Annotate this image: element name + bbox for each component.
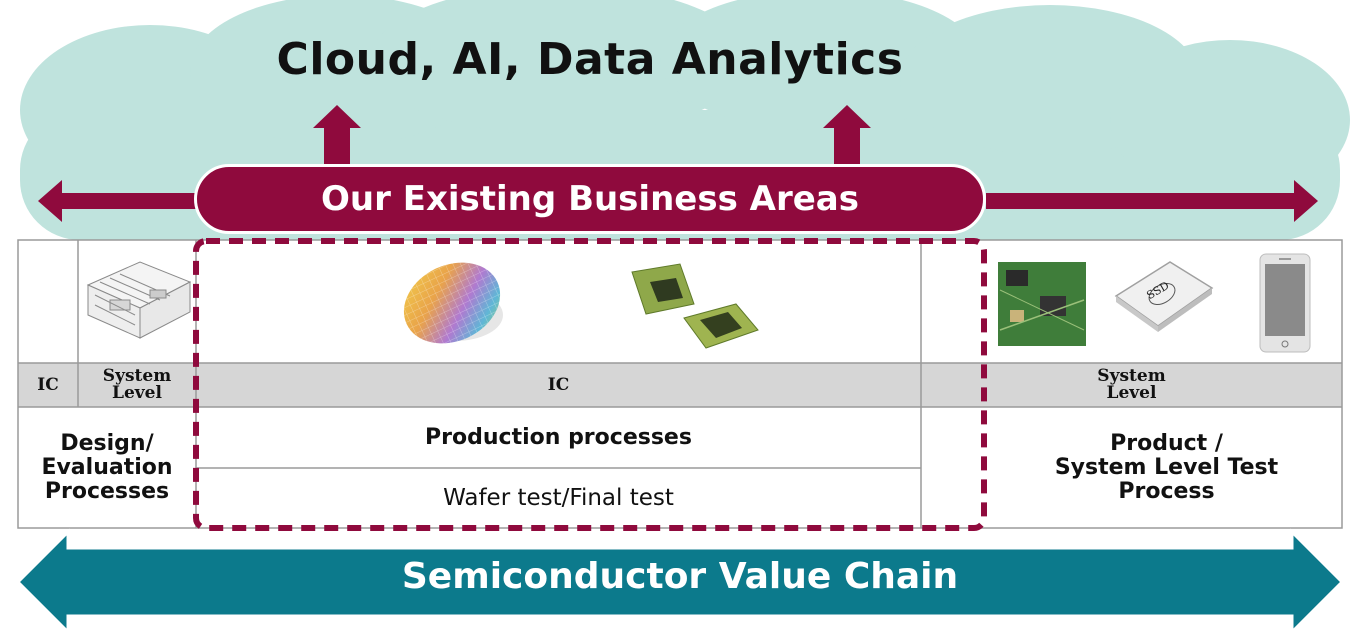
page-title: Cloud, AI, Data Analytics [276,34,904,85]
circuit-board-image [998,262,1086,346]
production-ic-label: IC [547,374,570,395]
smartphone-image [1259,253,1311,353]
product-system-test-process: Product / System Level Test Process [1054,430,1279,504]
level-band [18,363,1342,407]
business-double-arrow [38,180,1318,222]
schematic-image [86,261,192,339]
wafer-final-test: Wafer test/Final test [443,485,674,511]
value-chain-arrow [15,528,1345,632]
production-process: Production processes [425,424,692,450]
business-scope-dashed-frame [193,238,987,531]
up-arrow-left-icon [313,105,361,166]
ssd-image [1114,261,1214,332]
up-arrow-right-icon [823,105,871,166]
wafer-image [403,262,503,344]
design-system-level-label: System Level [102,366,172,403]
ic-chip-image [631,263,759,349]
business-areas-banner: Our Existing Business Areas [194,164,986,234]
value-chain-label: Semiconductor Value Chain [401,556,959,597]
product-system-level-label: System Level [1097,366,1166,403]
design-evaluation-process: Design/ Evaluation Processes [41,430,173,504]
design-ic-label: IC [37,374,59,395]
